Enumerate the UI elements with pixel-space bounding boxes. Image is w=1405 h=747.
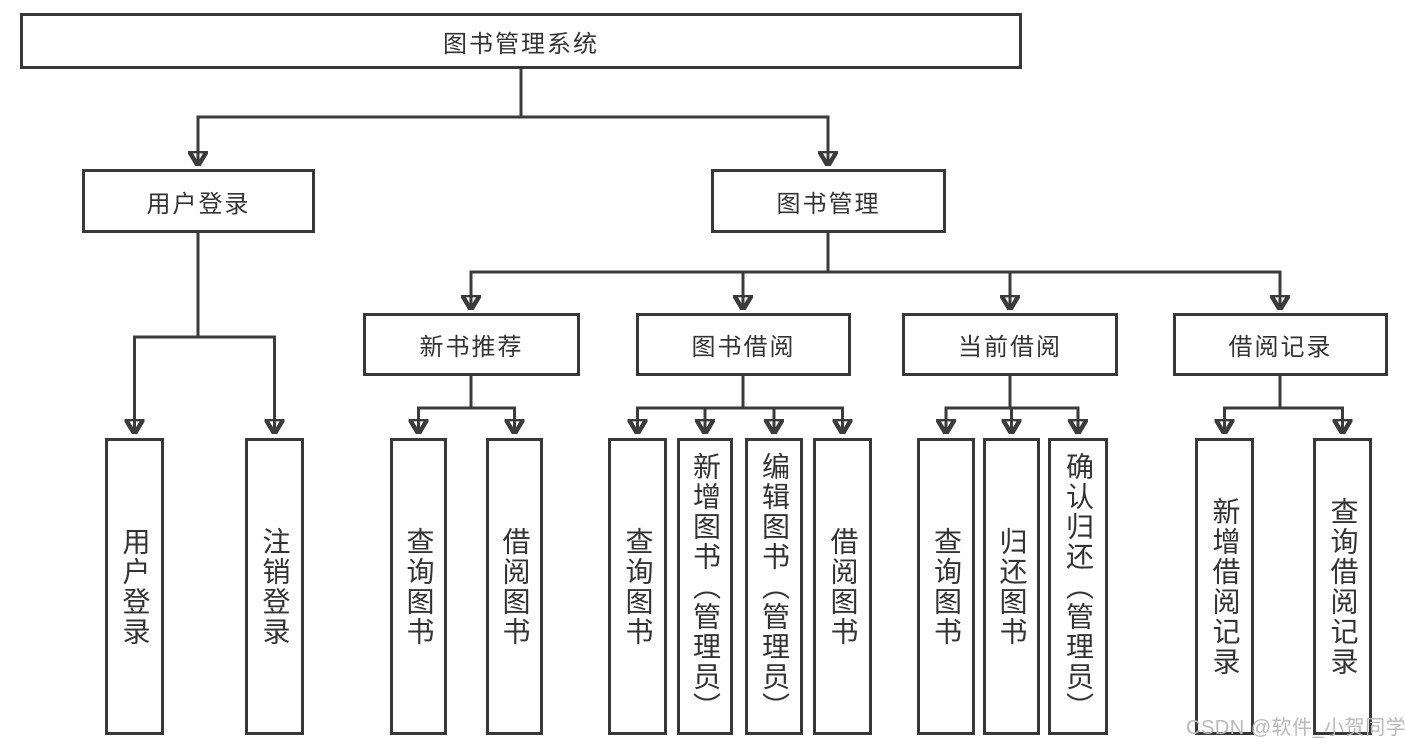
node-label: 查询借阅记录 [1327,496,1359,677]
node-label: 借阅图书 [499,526,531,647]
node-label: 新增图书（管理员） [690,451,721,722]
node-user-login: 用户登录 [82,169,315,233]
leaf-newbooks-borrow-books: 借阅图书 [486,438,543,735]
node-label: 查询图书 [403,526,435,647]
csdn-watermark: CSDN @软件_小贺同学 [1186,717,1405,739]
node-label: 查询图书 [931,526,962,647]
leaf-newbooks-query-books: 查询图书 [390,438,447,735]
node-label: 查询图书 [622,526,654,647]
leaf-user-login: 用户登录 [105,438,164,735]
node-label: 新书推荐 [419,334,524,361]
node-label: 用户登录 [119,526,151,647]
node-book-borrowing: 图书借阅 [636,313,851,376]
node-label: 确认归还（管理员） [1063,451,1094,722]
node-label: 用户登录 [146,190,251,218]
node-new-book-recommend: 新书推荐 [363,313,580,376]
node-label: 当前借阅 [958,334,1062,361]
leaf-borrowing-query-books: 查询图书 [608,438,667,735]
node-label: 借阅图书 [827,526,859,647]
node-label: 编辑图书（管理员） [759,451,790,722]
node-label: 注销登录 [259,526,291,647]
leaf-borrowing-edit-books-admin: 编辑图书（管理员） [745,438,803,735]
node-label: 图书管理 [776,190,881,218]
leaf-records-query-record: 查询借阅记录 [1313,438,1372,735]
node-label: 归还图书 [996,526,1028,647]
leaf-current-query-books: 查询图书 [917,438,975,735]
leaf-borrowing-add-books-admin: 新增图书（管理员） [677,438,733,735]
leaf-current-return-books: 归还图书 [983,438,1040,735]
node-book-management: 图书管理 [711,169,946,233]
node-label: 图书借阅 [691,334,796,361]
leaf-borrowing-borrow-books: 借阅图书 [813,438,872,735]
node-label: 借阅记录 [1228,334,1333,361]
leaf-current-confirm-return-admin: 确认归还（管理员） [1048,438,1108,735]
node-library-management-system: 图书管理系统 [20,13,1022,69]
node-borrowing-records: 借阅记录 [1173,313,1388,376]
leaf-records-add-record: 新增借阅记录 [1195,438,1254,735]
node-label: 新增借阅记录 [1209,496,1241,677]
leaf-logout: 注销登录 [245,438,304,735]
node-current-borrowing: 当前借阅 [902,313,1118,376]
node-label: 图书管理系统 [443,30,599,58]
